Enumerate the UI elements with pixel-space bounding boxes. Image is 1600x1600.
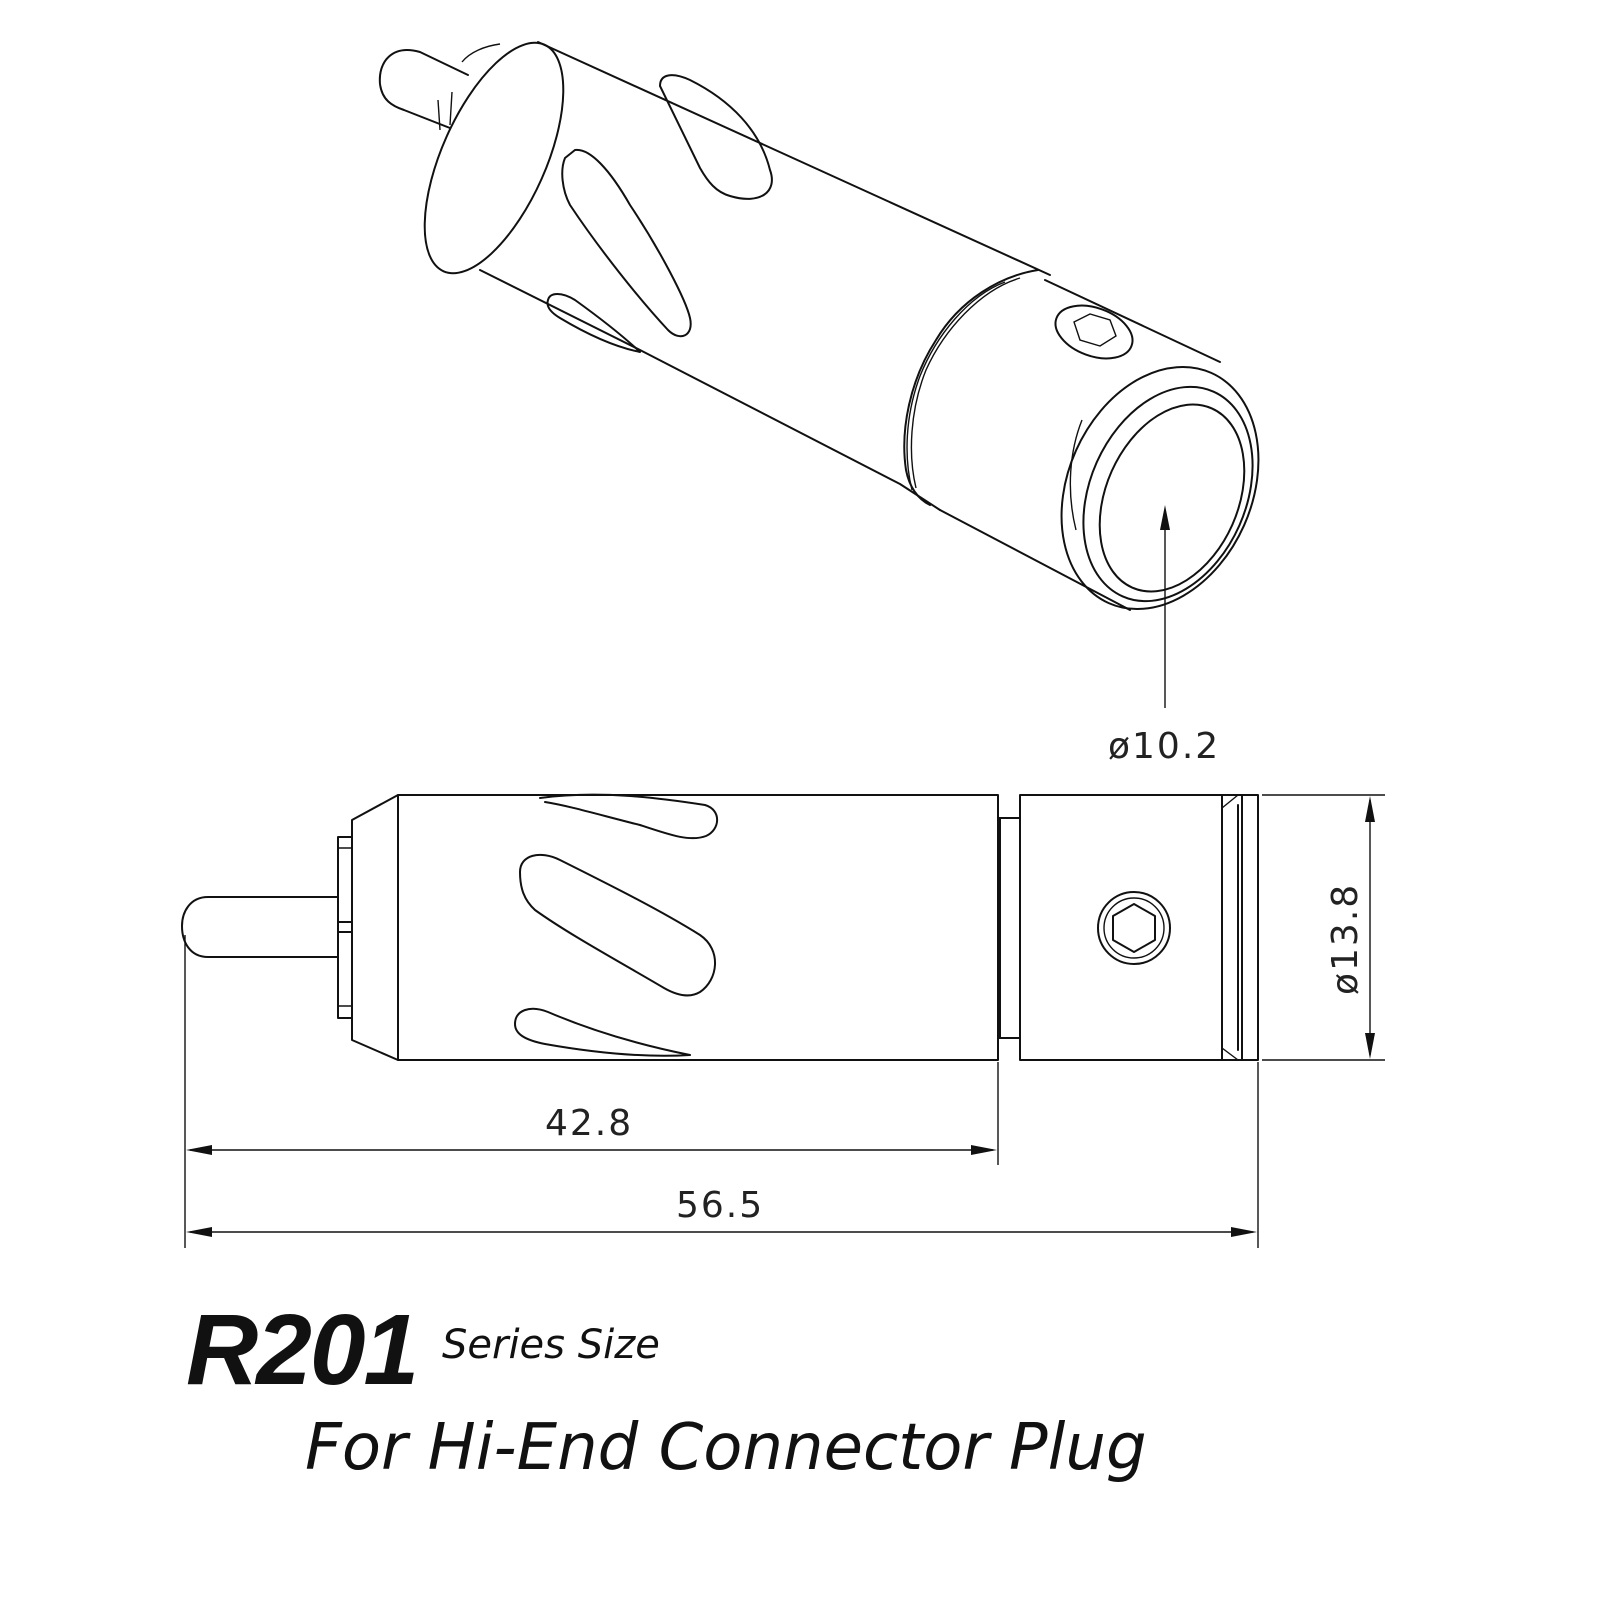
side-main-body (397, 794, 999, 1061)
iso-groove-2 (561, 148, 692, 338)
series-size-label: Series Size (442, 1322, 660, 1368)
iso-groove-3 (546, 293, 641, 353)
side-hex-socket (1112, 903, 1156, 953)
iso-rear-body (939, 279, 1221, 611)
iso-end-inner (1098, 403, 1246, 593)
side-rear-body (1019, 794, 1259, 1061)
iso-front-rim (423, 41, 565, 275)
side-groove-top (539, 793, 719, 840)
side-groove-middle (519, 853, 716, 997)
side-view (181, 793, 1259, 1061)
iso-body-outline (479, 41, 1051, 511)
side-groove-bottom (514, 1007, 691, 1057)
side-pin (181, 896, 339, 958)
side-neck (997, 817, 1021, 1039)
model-number: R201 (186, 1294, 419, 1406)
side-set-screw (1097, 891, 1171, 965)
side-pin-collar (337, 836, 353, 1019)
inner-diameter-arrow (1160, 505, 1170, 530)
isometric-view: ø10.2 (378, 41, 1260, 767)
iso-end-outer (1060, 365, 1260, 611)
iso-set-screw (1054, 304, 1134, 360)
iso-neck-ring (903, 269, 1039, 506)
iso-groove-1 (659, 74, 773, 200)
product-subtitle: For Hi-End Connector Plug (305, 1411, 1147, 1485)
iso-end-mid (1082, 385, 1254, 603)
body-length-label: 42.8 (545, 1103, 633, 1144)
total-length-label: 56.5 (676, 1185, 764, 1226)
side-rear-groove (1221, 794, 1243, 1061)
side-nose (351, 794, 399, 1061)
iso-pin (378, 49, 469, 129)
outer-diameter-label: ø13.8 (1325, 883, 1366, 995)
inner-diameter-label: ø10.2 (1108, 726, 1220, 767)
dimensions: 42.8 56.5 ø13.8 (184, 794, 1385, 1248)
